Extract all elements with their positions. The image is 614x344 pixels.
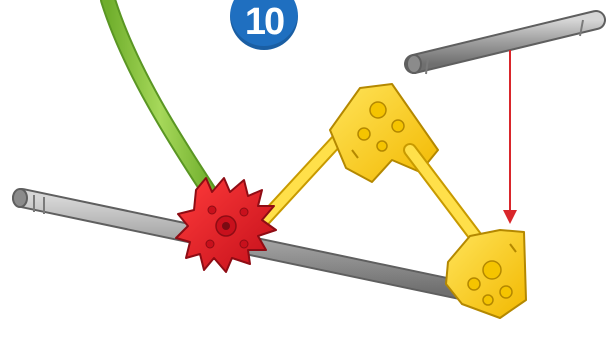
flexible-green-rod — [108, 0, 212, 196]
placement-arrow — [503, 50, 517, 224]
short-grey-rod — [407, 20, 596, 74]
yellow-bottom-connector — [446, 230, 526, 318]
step-number-badge: 10 — [230, 0, 298, 50]
yellow-arm — [410, 150, 478, 240]
step-number: 10 — [230, 2, 298, 42]
